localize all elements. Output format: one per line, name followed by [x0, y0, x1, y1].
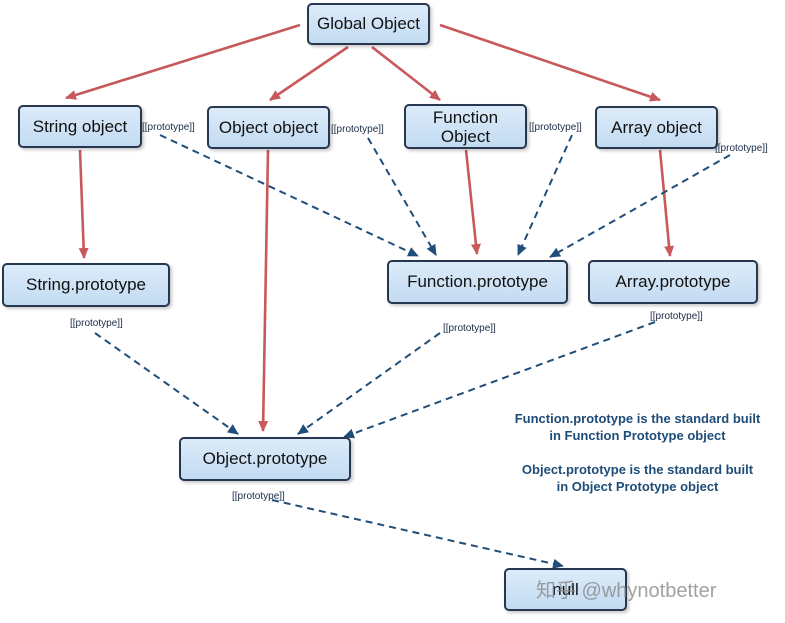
proto-edge-array-prototype: [343, 321, 656, 439]
note1-line1: Function.prototype is the standard built: [514, 411, 761, 426]
edge-global-to-function-object: [371, 45, 441, 102]
node-function-prototype: Function.prototype: [387, 260, 568, 304]
edge-array-object-to-array-prototype: [658, 149, 675, 257]
node-object-prototype: Object.prototype: [179, 437, 351, 481]
proto-label-array-object: [[prototype]]: [715, 143, 768, 154]
proto-edge-object-prototype: [271, 499, 564, 569]
node-string-prototype: String.prototype: [2, 263, 170, 307]
node-array-object: Array object: [595, 106, 718, 149]
watermark: 知乎 @whynotbetter: [536, 580, 717, 602]
proto-label-function-object: [[prototype]]: [529, 122, 582, 133]
edge-function-object-to-function-prototype: [464, 149, 481, 255]
proto-edge-object-object: [367, 137, 437, 256]
proto-edge-function-prototype: [297, 332, 441, 435]
edge-string-object-to-string-prototype: [78, 149, 89, 259]
note1-line2: in Function Prototype object: [549, 428, 726, 443]
note-object-prototype: Object.prototype is the standard built i…: [490, 461, 785, 495]
node-array-prototype: Array.prototype: [588, 260, 758, 304]
edge-global-to-string-object: [65, 23, 301, 100]
proto-edge-string-prototype: [94, 332, 239, 435]
proto-label-array-prototype: [[prototype]]: [650, 311, 703, 322]
edge-object-object-to-object-prototype: [258, 149, 270, 432]
note-function-prototype: Function.prototype is the standard built…: [490, 410, 785, 444]
note2-line2: in Object Prototype object: [556, 479, 719, 494]
edge-global-to-array-object: [439, 23, 661, 102]
node-global-object: Global Object: [307, 3, 430, 45]
proto-label-object-prototype: [[prototype]]: [232, 491, 285, 502]
edge-global-to-object-object: [269, 45, 349, 102]
proto-label-function-prototype: [[prototype]]: [443, 323, 496, 334]
node-object-object: Object object: [207, 106, 330, 149]
proto-edge-string-object: [159, 134, 419, 257]
proto-label-string-object: [[prototype]]: [142, 122, 195, 133]
node-function-object: Function Object: [404, 104, 527, 149]
note2-line1: Object.prototype is the standard built: [521, 462, 754, 477]
proto-label-string-prototype: [[prototype]]: [70, 318, 123, 329]
proto-label-object-object: [[prototype]]: [331, 124, 384, 135]
node-function-object-line1: Function: [432, 107, 499, 127]
node-null: null: [504, 568, 627, 611]
node-string-object: String object: [18, 105, 142, 148]
proto-edge-array-object: [549, 154, 731, 258]
node-function-object-line2: Object: [440, 126, 491, 146]
proto-edge-function-object: [517, 134, 573, 256]
